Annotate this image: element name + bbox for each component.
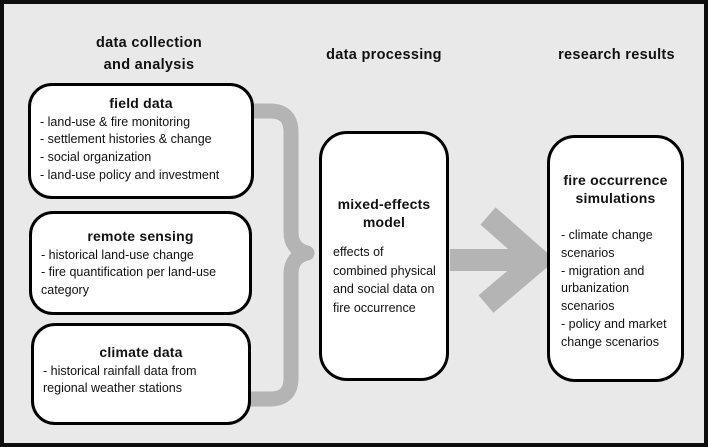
- box-item-list: - historical land-use change - fire quant…: [32, 246, 249, 300]
- list-item: - climate change scenarios: [561, 228, 653, 260]
- column-header-data-processing: data processing: [326, 47, 442, 63]
- box-title-climate-data: climate data: [99, 344, 183, 360]
- curly-brace-icon: [250, 103, 315, 407]
- list-item: - land-use policy and investment: [40, 167, 220, 182]
- box-item-list: - historical rainfall data from regional…: [34, 362, 248, 399]
- box-climate-data: climate data - historical rainfall data …: [31, 323, 251, 425]
- box-item-list: - land-use & fire monitoring - settlement…: [31, 113, 251, 185]
- list-item: - land-use & fire monitoring: [40, 114, 191, 129]
- list-item: - historical rainfall data from regional…: [43, 363, 197, 396]
- box-title-mixed-effects-model: mixed-effects model: [337, 196, 431, 230]
- list-item: - social organization: [40, 150, 152, 164]
- box-title-field-data: field data: [109, 95, 173, 111]
- box-body-mixed-effects-model: effects of combined physical and social …: [333, 245, 436, 315]
- box-title-remote-sensing: remote sensing: [87, 228, 194, 244]
- box-fire-occurrence-simulations: fire occurrence simulations - climate ch…: [547, 135, 684, 382]
- connector-layer: [250, 103, 556, 407]
- list-item: - historical land-use change: [41, 247, 194, 262]
- box-mixed-effects-model: mixed-effects model effects of combined …: [319, 131, 449, 381]
- list-item: - migration and urbanization scenarios: [561, 263, 645, 314]
- arrow-shaft-icon: [450, 249, 520, 271]
- list-item: - settlement histories & change: [40, 132, 212, 147]
- box-title-fire-occurrence-simulations: fire occurrence simulations: [563, 172, 668, 206]
- box-field-data: field data - land-use & fire monitoring-…: [28, 83, 254, 199]
- box-remote-sensing: remote sensing - historical land-use cha…: [29, 211, 252, 315]
- column-header-research-results: research results: [558, 47, 675, 63]
- arrow-head-icon: [478, 207, 556, 313]
- list-item: - policy and market change scenarios: [561, 316, 667, 349]
- box-item-list: - climate change scenarios- migration an…: [550, 207, 681, 351]
- column-header-data-collection: data collection and analysis: [95, 35, 203, 74]
- list-item: - fire quantification per land-use categ…: [41, 265, 217, 297]
